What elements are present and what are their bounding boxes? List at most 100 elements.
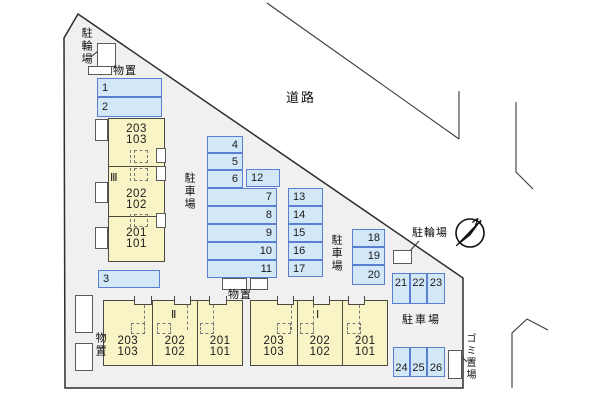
meter-building3-3 [156,213,166,228]
stair-dashed-rect-9 [347,323,361,334]
parking-space-17: 17 [288,260,323,277]
roof-notch-4 [277,296,294,305]
compass-north-letter: N [470,216,483,230]
storage-label-mid: 物置 [228,289,252,301]
parking-lot-label-mid: 駐車場 [330,234,343,273]
parking-space-13: 13 [288,188,323,206]
parking-space-21: 21 [392,273,410,304]
stair-dashed-line-3 [130,214,131,227]
parking-space-3: 3 [98,270,160,288]
parking-space-26: 26 [427,347,445,377]
parking-space-14: 14 [288,206,323,224]
parking-space-25: 25 [410,347,427,377]
parking-space-12: 12 [246,169,280,187]
stair-dashed-rect-4 [131,323,145,334]
compass-circle [455,218,485,248]
parking-space-8: 8 [207,206,277,224]
parking-space-11: 11 [207,260,277,278]
storage-shed-west-1 [75,295,93,333]
road-label: 道路 [286,90,317,105]
building-1-label: Ⅰ [316,309,320,321]
road-edge-line-4 [511,318,549,388]
parking-space-23: 23 [427,273,445,304]
stair-dashed-line-2 [130,168,131,181]
parking-lot-label-west: 駐車場 [183,172,196,211]
parking-space-22: 22 [410,273,427,304]
roof-notch-2 [174,296,191,305]
building-2-label: Ⅱ [171,309,177,321]
porch-building3-1 [95,119,108,141]
stair-dashed-line-8 [313,305,314,330]
storage-shed-mid-2 [250,278,268,290]
roof-notch-1 [134,296,152,305]
roof-notch-5 [313,296,330,305]
storage-label-topleft: 物置 [113,65,137,77]
bicycle-shed-topright [393,250,412,264]
stair-dashed-rect-1 [134,150,148,163]
roof-notch-6 [348,296,365,305]
garbage-box [448,350,462,379]
parking-space-15: 15 [288,224,323,242]
parking-lot-label-southeast: 駐車場 [402,314,441,326]
parking-space-24: 24 [393,347,410,377]
road-edge-line-3 [515,102,534,190]
porch-building3-3 [95,227,108,249]
porch-building3-2 [95,182,108,203]
stair-dashed-rect-3 [134,214,148,227]
stair-dashed-line-7 [291,305,292,330]
parking-space-16: 16 [288,242,323,260]
parking-space-20: 20 [352,265,385,285]
meter-building3-2 [156,166,166,181]
parking-space-1: 1 [97,78,162,97]
parking-space-18: 18 [352,229,385,247]
road-lines-layer [266,2,549,388]
stair-dashed-rect-8 [300,323,314,334]
storage-shed-mid-1 [222,278,247,290]
stair-dashed-line-4 [144,305,145,330]
storage-shed-west-2 [75,343,93,371]
north-compass-icon: N [455,216,485,248]
roof-notch-3 [209,296,227,305]
stair-dashed-rect-6 [200,323,214,334]
storage-shed-topleft [88,66,112,75]
parking-space-5: 5 [207,153,243,170]
label-pointer-line-1 [90,50,99,58]
bicycle-parking-label-topright: 駐輪場 [412,227,448,239]
garbage-area-label: ゴミ置場 [464,333,475,381]
parking-space-7: 7 [207,188,277,206]
parking-space-6: 6 [207,170,243,188]
stair-dashed-line-1 [130,150,131,163]
parking-space-9: 9 [207,224,277,242]
road-edge-line-1 [266,2,460,140]
stair-dashed-line-5 [187,305,188,330]
parking-space-2: 2 [97,97,162,117]
parking-space-4: 4 [207,136,243,153]
meter-building3-1 [156,148,166,163]
stair-dashed-rect-2 [134,168,148,181]
stair-dashed-rect-5 [157,323,171,334]
stair-dashed-line-6 [213,305,214,330]
compass-needle [455,219,482,247]
